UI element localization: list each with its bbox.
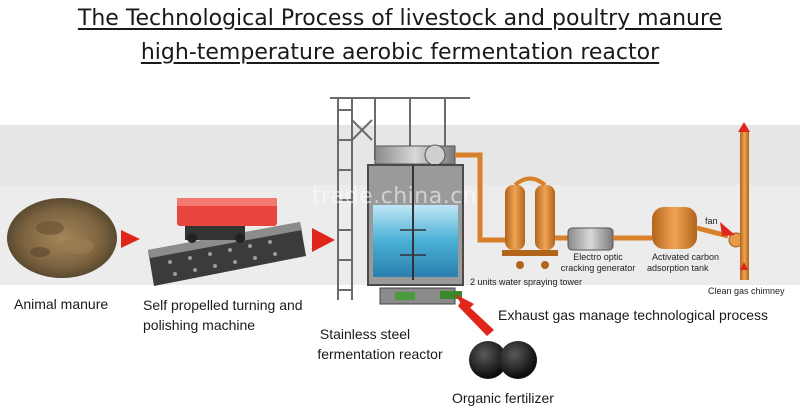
clean-gas-chimney (740, 130, 749, 280)
label-clean-gas-chimney: Clean gas chimney (708, 286, 785, 296)
water-tower-1 (505, 185, 525, 250)
water-tower-2 (535, 185, 555, 250)
title-line-1: The Technological Process of livestock a… (77, 6, 723, 31)
turning-machine-belt (148, 222, 306, 286)
label-reactor-2: fermentation reactor (317, 346, 443, 362)
label-animal-manure: Animal manure (14, 296, 109, 312)
exhaust-pipe-1 (455, 152, 505, 243)
flow-arrow-1 (121, 230, 140, 248)
label-reactor-1: Stainless steel (319, 326, 411, 342)
label-electro-optic-2: cracking generator (560, 263, 636, 273)
label-turning-machine-2: polishing machine (143, 317, 256, 333)
label-electro-optic-1: Electro optic (573, 252, 623, 262)
label-water-spraying-tower: 2 units water spraying tower (470, 277, 583, 287)
label-turning-machine-1: Self propelled turning and (143, 297, 303, 313)
electro-optic-generator (567, 227, 614, 251)
fertilizer-ball-1 (469, 341, 507, 379)
reactor-tower-frame (330, 97, 470, 300)
flow-arrow-2 (312, 228, 335, 252)
label-exhaust-gas: Exhaust gas manage technological process (498, 307, 769, 323)
label-carbon-tank-2: adsorption tank (647, 263, 709, 273)
title-line-2: high-temperature aerobic fermentation re… (140, 40, 660, 65)
label-organic-fertilizer: Organic fertilizer (452, 390, 554, 406)
label-carbon-tank-1: Activated carbon (652, 252, 720, 262)
carbon-adsorption-tank (652, 207, 697, 249)
label-fan: fan (705, 216, 718, 226)
watermark: trade.china.cn (312, 184, 478, 209)
fertilizer-ball-2 (499, 341, 537, 379)
manure-pile-image (7, 198, 117, 278)
reactor-tank-contents (373, 205, 458, 277)
